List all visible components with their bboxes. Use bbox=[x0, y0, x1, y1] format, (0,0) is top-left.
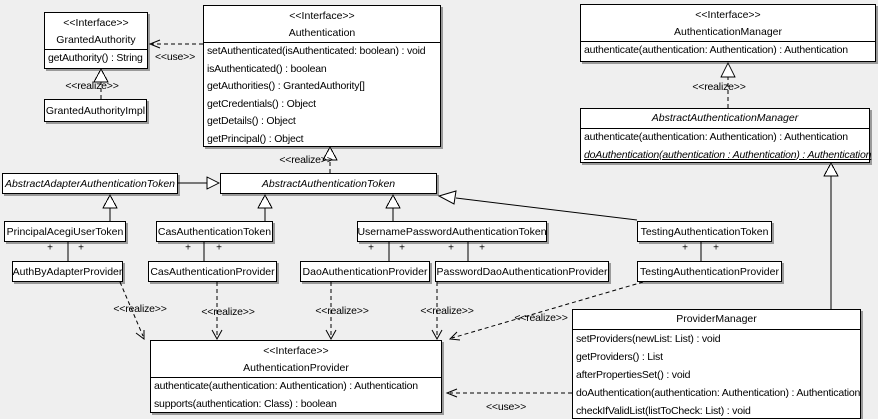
class-box-authentication-provider: <<Interface>> AuthenticationProvider aut… bbox=[150, 340, 442, 413]
association-plus: + bbox=[216, 242, 222, 254]
method-item: getPrincipal() : Object bbox=[207, 132, 304, 145]
edge-label-realize: <<realize>> bbox=[420, 305, 474, 317]
class-box-testing-authentication-token: TestingAuthenticationToken bbox=[637, 221, 772, 242]
association-plus: + bbox=[368, 242, 374, 254]
association-plus: + bbox=[185, 242, 191, 254]
class-name: PrincipalAcegiUserToken bbox=[6, 225, 124, 238]
edge-use-authentication-granted bbox=[148, 39, 203, 49]
stereotype-label: <<Interface>> bbox=[289, 10, 355, 22]
stereotype-label: <<Interface>> bbox=[63, 17, 129, 29]
class-name: PasswordDaoAuthenticationProvider bbox=[436, 265, 608, 278]
class-box-authentication: <<Interface>> Authentication setAuthenti… bbox=[203, 5, 441, 147]
edge-label-realize: <<realize>> bbox=[315, 305, 369, 317]
association-plus: + bbox=[399, 242, 405, 254]
method-item: getAuthority() : String bbox=[48, 52, 143, 64]
method-item: checkIfValidList(listToCheck: List) : vo… bbox=[576, 405, 751, 417]
association-plus: + bbox=[78, 242, 84, 254]
method-item: authenticate(authentication: Authenticat… bbox=[584, 44, 848, 56]
method-item: isAuthenticated() : boolean bbox=[207, 62, 327, 75]
class-box-principal-acegi-user-token: PrincipalAcegiUserToken bbox=[4, 221, 126, 242]
edge-generalization-username-token bbox=[385, 193, 401, 221]
method-item: setAuthenticated(isAuthenticated: boolea… bbox=[207, 45, 426, 57]
class-box-cas-authentication-provider: CasAuthenticationProvider bbox=[148, 261, 277, 282]
class-name: DaoAuthenticationProvider bbox=[302, 265, 428, 278]
class-name: AbstractAuthenticationToken bbox=[261, 177, 396, 190]
method-item: getProviders() : List bbox=[576, 351, 663, 363]
method-item: supports(authentication: Class) : boolea… bbox=[154, 397, 337, 410]
class-box-cas-authentication-token: CasAuthenticationToken bbox=[156, 221, 273, 242]
class-name: AbstractAdapterAuthenticationToken bbox=[4, 177, 176, 190]
edge-use-providermanager-provider bbox=[445, 388, 572, 398]
class-name: AuthByAdapterProvider bbox=[12, 265, 123, 278]
class-name: UsernamePasswordAuthenticationToken bbox=[357, 225, 547, 238]
method-item: getDetails() : Object bbox=[207, 115, 296, 127]
edge-generalization-testing-token bbox=[437, 190, 638, 221]
class-header: ProviderManager bbox=[573, 310, 860, 330]
method-item: setProviders(newList: List) : void bbox=[576, 333, 721, 345]
class-box-authentication-manager: <<Interface>> AuthenticationManager auth… bbox=[580, 4, 876, 62]
class-header: <<Interface>> Authentication bbox=[204, 6, 440, 43]
method-item: doAuthentication(authentication : Authen… bbox=[584, 148, 872, 161]
edge-label-realize: <<realize>> bbox=[279, 154, 333, 166]
association-plus: + bbox=[479, 242, 485, 254]
method-item: authenticate(authentication: Authenticat… bbox=[154, 380, 418, 392]
edge-generalization-principal-token bbox=[102, 193, 118, 221]
class-name: AuthenticationManager bbox=[674, 26, 782, 38]
class-box-abstract-authentication-manager: AbstractAuthenticationManager authentica… bbox=[580, 108, 872, 163]
association-plus: + bbox=[682, 242, 688, 254]
edge-label-use: <<use>> bbox=[154, 51, 196, 63]
class-box-auth-by-adapter-provider: AuthByAdapterProvider bbox=[12, 261, 123, 282]
association-plus: + bbox=[448, 242, 454, 254]
class-name: TestingAuthenticationProvider bbox=[640, 265, 779, 278]
method-item: afterPropertiesSet() : void bbox=[576, 369, 691, 381]
class-name: AuthenticationProvider bbox=[243, 362, 349, 374]
edge-label-realize: <<realize>> bbox=[113, 303, 167, 315]
edge-label-use: <<use>> bbox=[485, 401, 527, 413]
class-name: TestingAuthenticationToken bbox=[640, 225, 769, 238]
edge-generalization-cas-token bbox=[257, 193, 273, 221]
class-header: <<Interface>> AuthenticationManager bbox=[581, 5, 875, 42]
class-name: CasAuthenticationToken bbox=[157, 225, 272, 238]
class-box-password-dao-authentication-provider: PasswordDaoAuthenticationProvider bbox=[435, 261, 609, 282]
association-plus: + bbox=[713, 242, 719, 254]
class-header: AbstractAuthenticationManager bbox=[581, 109, 869, 129]
class-box-username-password-authentication-token: UsernamePasswordAuthenticationToken bbox=[357, 221, 547, 242]
stereotype-label: <<Interface>> bbox=[695, 9, 761, 21]
method-item: authenticate(authentication: Authenticat… bbox=[584, 131, 848, 143]
class-name: GrantedAuthority bbox=[56, 34, 136, 46]
class-header: <<Interface>> AuthenticationProvider bbox=[151, 341, 441, 378]
class-box-abstract-adapter-authentication-token: AbstractAdapterAuthenticationToken bbox=[2, 173, 178, 194]
class-box-dao-authentication-provider: DaoAuthenticationProvider bbox=[300, 261, 430, 282]
edge-generalization-adapter-token bbox=[178, 176, 221, 190]
class-name: ProviderManager bbox=[676, 313, 757, 325]
edge-label-realize: <<realize>> bbox=[692, 81, 746, 93]
method-item: getAuthorities() : GrantedAuthority[] bbox=[207, 80, 365, 92]
class-name: GrantedAuthorityImpl bbox=[45, 104, 146, 117]
class-box-granted-authority-impl: GrantedAuthorityImpl bbox=[44, 99, 147, 122]
edge-generalization-provider-manager bbox=[823, 161, 839, 309]
method-item: doAuthentication(authentication: Authent… bbox=[576, 387, 861, 399]
class-name: CasAuthenticationProvider bbox=[150, 265, 275, 278]
association-plus: + bbox=[47, 242, 53, 254]
class-name: AbstractAuthenticationManager bbox=[651, 112, 799, 124]
method-item: getCredentials() : Object bbox=[207, 97, 316, 110]
class-box-provider-manager: ProviderManager setProviders(newList: Li… bbox=[572, 309, 861, 419]
class-box-testing-authentication-provider: TestingAuthenticationProvider bbox=[637, 261, 782, 282]
edge-label-realize: <<realize>> bbox=[201, 306, 255, 318]
edge-label-realize: <<realize>> bbox=[514, 312, 568, 324]
class-header: <<Interface>> GrantedAuthority bbox=[45, 13, 147, 50]
class-box-granted-authority: <<Interface>> GrantedAuthority getAuthor… bbox=[44, 12, 148, 69]
stereotype-label: <<Interface>> bbox=[263, 345, 329, 357]
class-name: Authentication bbox=[288, 27, 356, 39]
edge-label-realize: <<realize>> bbox=[65, 80, 119, 92]
class-box-abstract-authentication-token: AbstractAuthenticationToken bbox=[220, 173, 437, 194]
